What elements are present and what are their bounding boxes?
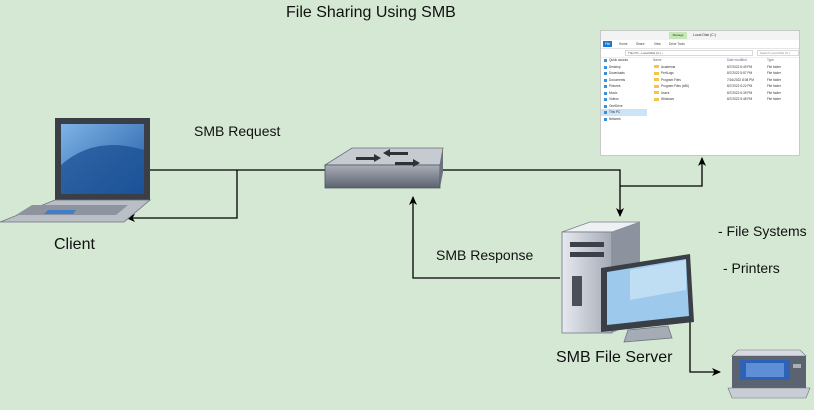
file-date: 8/7/2022 5:22 PM xyxy=(727,84,753,88)
nav-item-onedrive[interactable]: OneDrive xyxy=(601,103,647,110)
file-row[interactable]: PerfLogs 8/7/2022 5:57 PM File folder xyxy=(649,70,799,77)
column-header-date[interactable]: Date modified xyxy=(727,58,747,62)
file-type: File folder xyxy=(767,90,781,95)
file-date: 8/7/2022 6:49 PM xyxy=(727,64,753,69)
network-switch-icon xyxy=(323,147,444,189)
file-type: File folder xyxy=(767,71,781,75)
file-name: Program Files (x86) xyxy=(654,84,689,88)
explorer-address-row: This PC › Local Disk (C:) › Search Local… xyxy=(601,49,799,58)
printer-icon xyxy=(727,349,811,399)
client-label: Client xyxy=(54,236,95,253)
file-row[interactable]: Program Files (x86) 8/7/2022 5:22 PM Fil… xyxy=(649,83,799,90)
nav-item-quick-access[interactable]: Quick access xyxy=(601,57,647,64)
printers-label: - Printers xyxy=(723,260,780,276)
server-label: SMB File Server xyxy=(556,349,673,366)
ribbon-tab-home[interactable]: Home xyxy=(619,42,628,46)
file-list: Name Date modified Type Academia 8/7/202… xyxy=(649,57,799,155)
nav-item-desktop[interactable]: Desktop xyxy=(601,64,647,71)
nav-item-network[interactable]: Network xyxy=(601,116,647,123)
response-line-client xyxy=(126,170,238,222)
ribbon-tab-file[interactable]: File xyxy=(603,41,613,47)
search-box[interactable]: Search Local Disk (C:) xyxy=(757,50,799,56)
file-date: 7/16/2022 8:08 PM xyxy=(727,77,754,82)
file-name: Program Files xyxy=(654,77,681,82)
nav-item-videos[interactable]: Videos xyxy=(601,96,647,103)
file-name: Users xyxy=(653,90,670,95)
nav-item-downloads[interactable]: Downloads xyxy=(601,70,647,77)
column-header-type[interactable]: Type xyxy=(767,58,774,62)
explorer-titlebar: Manage Local Disk (C:) xyxy=(601,31,799,40)
diagram-title: File Sharing Using SMB xyxy=(286,4,456,21)
ribbon-tab-share[interactable]: Share xyxy=(636,42,645,46)
file-systems-label: - File Systems xyxy=(718,223,807,239)
laptop-icon xyxy=(0,118,152,223)
ribbon-tab-drive-tools[interactable]: Drive Tools xyxy=(669,42,685,46)
file-list-header: Name Date modified Type xyxy=(649,57,799,64)
server-to-printer-line xyxy=(689,278,721,376)
file-type: File folder xyxy=(767,77,781,82)
nav-item-documents[interactable]: Documents xyxy=(601,77,647,84)
server-icon xyxy=(561,221,694,343)
smb-response-label: SMB Response xyxy=(436,247,534,263)
file-date: 8/7/2022 6:39 PM xyxy=(727,90,753,95)
file-row[interactable]: Windows 8/7/2022 5:48 PM File folder xyxy=(649,96,799,103)
smb-request-label: SMB Request xyxy=(194,123,281,139)
column-header-name[interactable]: Name xyxy=(653,58,662,62)
nav-item-pictures[interactable]: Pictures xyxy=(601,83,647,90)
file-row[interactable]: Program Files 7/16/2022 8:08 PM File fol… xyxy=(649,77,799,84)
nav-item-this-pc[interactable]: This PC xyxy=(601,109,647,116)
file-name: Academia xyxy=(653,64,676,69)
navigation-pane: Quick access Desktop Downloads Documents… xyxy=(601,57,647,155)
server-to-explorer-line xyxy=(620,157,706,187)
response-line xyxy=(409,196,560,279)
file-type: File folder xyxy=(767,64,781,69)
file-row[interactable]: Users 8/7/2022 6:39 PM File folder xyxy=(649,90,799,97)
file-explorer-window: Manage Local Disk (C:) File Home Share V… xyxy=(600,30,800,156)
file-type: File folder xyxy=(767,84,781,88)
file-name: PerfLogs xyxy=(654,71,674,75)
file-date: 8/7/2022 5:57 PM xyxy=(727,71,753,75)
switch-to-server-line xyxy=(440,169,624,217)
explorer-window-title: Local Disk (C:) xyxy=(693,33,716,37)
file-type: File folder xyxy=(767,97,781,101)
ribbon-tab-view[interactable]: View xyxy=(654,42,661,46)
file-date: 8/7/2022 5:48 PM xyxy=(727,97,753,101)
explorer-ribbon: File Home Share View Drive Tools xyxy=(601,40,799,49)
file-row[interactable]: Academia 8/7/2022 6:49 PM File folder xyxy=(649,64,799,71)
nav-item-music[interactable]: Music xyxy=(601,90,647,97)
ribbon-manage-tab[interactable]: Manage xyxy=(669,32,687,39)
address-bar[interactable]: This PC › Local Disk (C:) › xyxy=(625,50,753,56)
file-name: Windows xyxy=(654,97,674,101)
